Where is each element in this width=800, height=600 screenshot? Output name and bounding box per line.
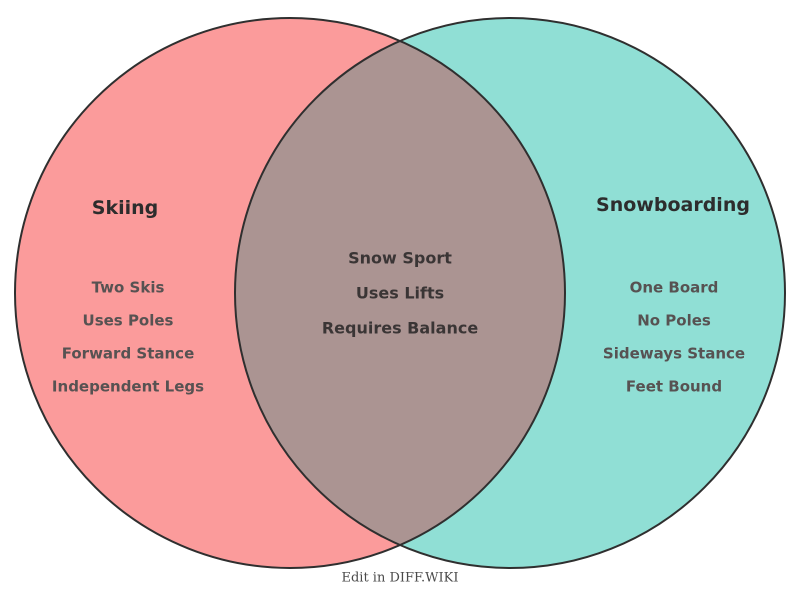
snowboarding-item: One Board [629,278,719,297]
skiing-circle-outline [14,17,566,569]
snowboarding-item: Feet Bound [625,377,723,396]
skiing-item: Uses Poles [82,311,174,330]
overlap-item: Snow Sport [348,248,452,268]
snowboarding-item: No Poles [637,311,711,330]
snowboarding-circle-outline [234,17,786,569]
skiing-item: Two Skis [91,278,165,297]
skiing-item: Independent Legs [51,377,205,396]
overlap-item: Requires Balance [321,318,479,338]
skiing-title: Skiing [91,197,159,219]
skiing-items: Two Skis Uses Poles Forward Stance Indep… [52,279,204,396]
overlap-item: Uses Lifts [355,283,445,303]
skiing-item: Forward Stance [61,344,195,363]
diffwiki-edit-link[interactable]: Edit in DIFF.WIKI [341,570,459,586]
overlap-region [235,41,565,545]
overlap-items: Snow Sport Uses Lifts Requires Balance [322,249,478,338]
snowboarding-items: One Board No Poles Sideways Stance Feet … [603,279,745,396]
snowboarding-item: Sideways Stance [602,344,746,363]
snowboarding-title: Snowboarding [596,194,750,216]
